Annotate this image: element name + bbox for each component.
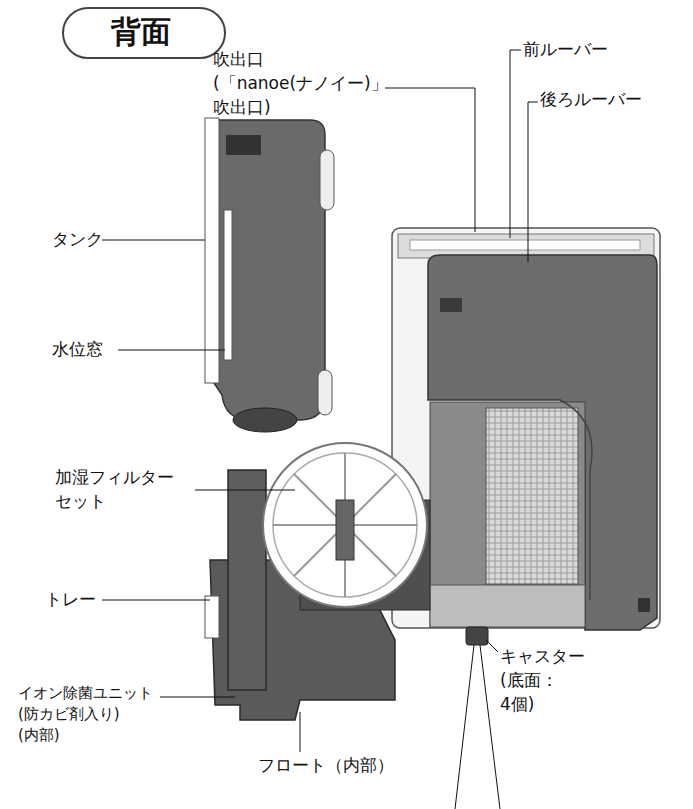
part-label: 後ろルーバー (540, 88, 642, 112)
part-label: トレー (45, 588, 96, 612)
part-label: タンク (52, 228, 103, 252)
part-label: 加湿フィルター セット (55, 466, 174, 514)
tank (205, 118, 334, 432)
part-label: 水位窓 (52, 338, 103, 362)
filter-disc (263, 443, 427, 607)
view-title: 背面 (111, 12, 171, 53)
part-label: イオン除菌ユニット (防カビ剤入り) (内部) (18, 683, 153, 746)
part-label: フロート（内部） (258, 754, 394, 778)
title-pill (63, 8, 225, 58)
part-label: キャスター (底面：4個) (500, 645, 585, 716)
leader-lines (102, 50, 538, 809)
main-unit (392, 228, 660, 645)
part-label: 前ルーバー (523, 38, 608, 62)
part-label: 吹出口 (「nanoe(ナノイー)」 吹出口) (213, 48, 388, 119)
